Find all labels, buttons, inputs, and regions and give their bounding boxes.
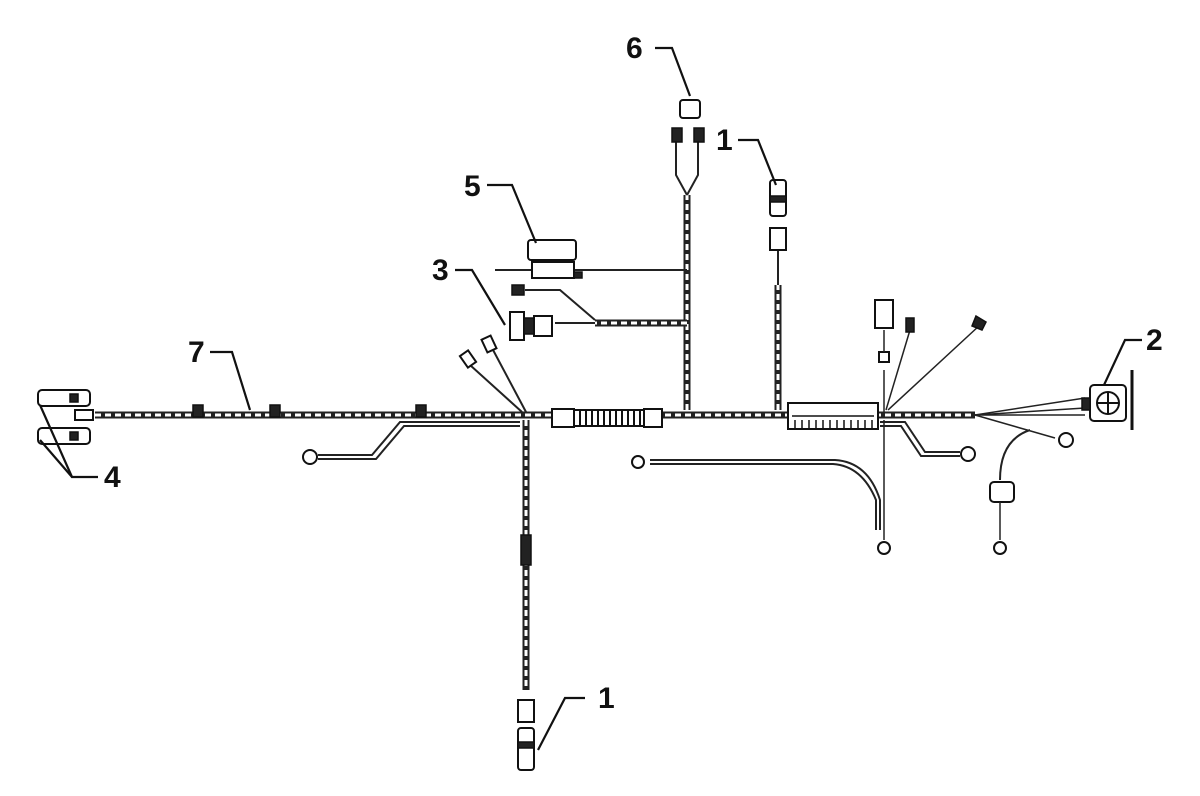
- trunk-clips: [192, 404, 427, 418]
- part-1-bottom-connector: [517, 699, 535, 771]
- corrugated-sleeve: [551, 408, 663, 428]
- leader-lines: [38, 46, 1142, 751]
- callout-4: 4: [104, 461, 121, 494]
- part-6-connector: [671, 99, 705, 143]
- ring-terminals-left: [302, 446, 976, 465]
- right-side-leads: [631, 299, 1086, 555]
- callout-2: 2: [1146, 324, 1163, 357]
- callout-5: 5: [464, 170, 481, 203]
- callout-6: 6: [626, 32, 643, 65]
- callout-1-top: 1: [716, 124, 733, 157]
- callout-1-bottom: 1: [598, 682, 615, 715]
- callout-labels: 6 1 5 3 7 2 4 1: [104, 32, 1163, 715]
- part-3-switch: [509, 284, 553, 341]
- junction-leads: [458, 334, 527, 413]
- part-1-top-connector: [769, 179, 787, 251]
- fuse-block: [787, 402, 879, 430]
- branch-up-6: [495, 140, 699, 410]
- callout-7: 7: [188, 336, 205, 369]
- branch-down: [520, 420, 532, 690]
- part-2-assembly: [1081, 370, 1134, 430]
- part-4-connectors: [37, 389, 94, 445]
- part-5-module: [527, 239, 583, 279]
- callout-3: 3: [432, 254, 449, 287]
